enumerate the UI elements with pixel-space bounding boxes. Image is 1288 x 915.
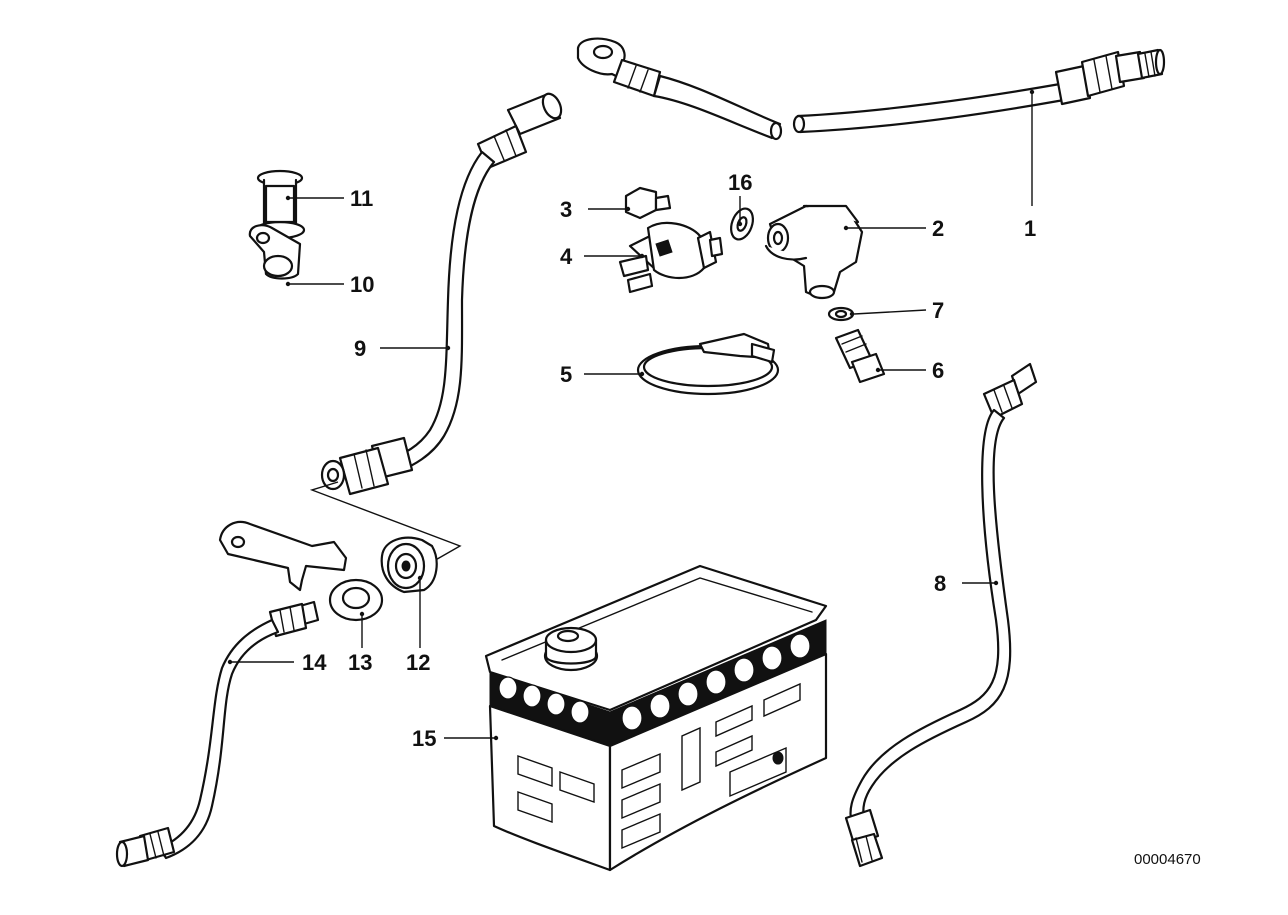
callout-12: 12: [406, 650, 430, 675]
part-15-battery: [484, 564, 828, 872]
document-number: 00004670: [1134, 851, 1201, 868]
callout-13: 13: [348, 650, 372, 675]
callout-4: 4: [560, 244, 573, 269]
callout-9: 9: [354, 336, 366, 361]
callout-7: 7: [932, 298, 944, 323]
callout-5: 5: [560, 362, 572, 387]
part-11-grommet: [254, 169, 306, 240]
callout-16: 16: [728, 170, 752, 195]
callout-14: 14: [302, 650, 327, 675]
part-8-pipe: [844, 362, 1038, 868]
part-9-hose: [320, 92, 563, 496]
part-13-bracket: [218, 520, 384, 622]
part-5-clamp: [636, 332, 780, 396]
part-2-distributor: [764, 204, 864, 300]
callout-6: 6: [932, 358, 944, 383]
part-7-seal: [827, 306, 855, 322]
part-3-plug: [624, 186, 672, 220]
part-10-clip: [248, 224, 302, 280]
part-14-pipe: [115, 600, 320, 868]
part-12-nut: [380, 536, 438, 594]
part-1-hose: [576, 37, 1166, 141]
callout-8: 8: [934, 571, 946, 596]
callout-1: 1: [1024, 216, 1036, 241]
callout-3: 3: [560, 197, 572, 222]
part-6-bolt: [834, 328, 886, 384]
callout-10: 10: [350, 272, 374, 297]
leader-lines: [227, 89, 1035, 741]
callout-labels: 1 2 3 4 5 6 7 8 9 10 11 12 13 14 15 16: [302, 170, 1036, 751]
part-4-switch: [618, 221, 724, 294]
callout-11: 11: [350, 186, 373, 211]
callout-15: 15: [412, 726, 436, 751]
callout-2: 2: [932, 216, 944, 241]
